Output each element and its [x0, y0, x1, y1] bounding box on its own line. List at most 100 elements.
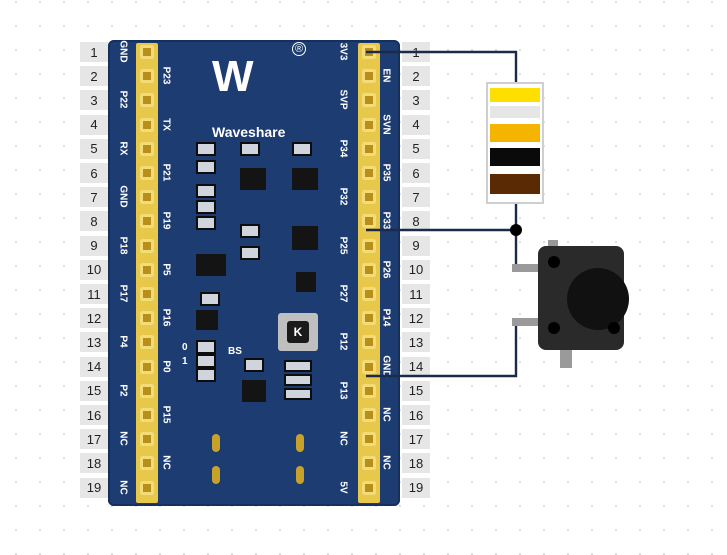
junction-dot	[510, 224, 522, 236]
row-number-right: 13	[402, 332, 430, 353]
row-number-left: 16	[80, 405, 108, 425]
ic-chip	[292, 168, 318, 190]
row-number-left: 15	[80, 380, 108, 401]
ic-chip	[292, 226, 318, 250]
row-number-right: 17	[402, 429, 430, 450]
header-pin	[140, 262, 154, 277]
header-pin	[140, 141, 154, 156]
header-pin	[362, 69, 376, 84]
smd-capacitor	[196, 142, 216, 156]
resistor-band	[490, 88, 540, 102]
resistor	[486, 82, 544, 204]
header-pin	[140, 117, 154, 132]
header-pin	[362, 166, 376, 180]
header-pin	[362, 287, 376, 301]
k-chip-label: K	[287, 321, 309, 343]
ic-chip	[242, 380, 266, 402]
row-number-right: 3	[402, 90, 430, 111]
row-number-left: 7	[80, 187, 108, 208]
header-pin	[140, 335, 154, 350]
row-number-left: 1	[80, 42, 108, 62]
wire-gnd-to-button	[366, 326, 518, 378]
button-leg	[512, 264, 546, 272]
header-pin	[140, 359, 154, 374]
row-number-left: 6	[80, 163, 108, 183]
row-number-left: 2	[80, 66, 108, 87]
registered-mark: ®	[292, 42, 306, 56]
header-pin	[362, 311, 376, 326]
row-number-right: 4	[402, 114, 430, 135]
row-number-left: 18	[80, 453, 108, 474]
row-number-right: 19	[402, 477, 430, 498]
slot-hole	[212, 466, 220, 484]
header-pin	[140, 287, 154, 301]
row-number-left: 5	[80, 138, 108, 159]
ic-k-chip: K	[278, 313, 318, 351]
header-pin	[362, 141, 376, 156]
smd-capacitor	[196, 184, 216, 198]
button-cap	[567, 268, 629, 330]
slot-hole	[212, 434, 220, 452]
header-pin	[362, 408, 376, 422]
row-number-left: 11	[80, 284, 108, 304]
button-mount-hole	[548, 322, 560, 334]
header-pin	[362, 117, 376, 132]
row-number-right: 10	[402, 259, 430, 280]
header-pin	[140, 69, 154, 84]
header-pin	[140, 238, 154, 253]
button-leg	[560, 344, 572, 368]
smd-capacitor	[196, 340, 216, 354]
row-number-left: 13	[80, 332, 108, 353]
row-number-right: 8	[402, 211, 430, 232]
row-number-right: 5	[402, 138, 430, 159]
ic-chip	[240, 168, 266, 190]
smd-resistor	[284, 388, 312, 400]
row-number-left: 17	[80, 429, 108, 450]
header-pin	[140, 408, 154, 422]
resistor-band	[490, 124, 540, 142]
ic-chip	[196, 254, 226, 276]
smd-capacitor	[196, 354, 216, 368]
smd-capacitor	[200, 292, 220, 306]
row-number-left: 3	[80, 90, 108, 111]
row-number-right: 14	[402, 356, 430, 377]
row-number-right: 12	[402, 308, 430, 329]
row-number-right: 18	[402, 453, 430, 474]
smd-capacitor	[196, 160, 216, 174]
silk-zero-label: 0	[182, 342, 188, 353]
row-number-right: 11	[402, 284, 430, 304]
header-pin	[140, 432, 154, 447]
header-pin	[140, 45, 154, 59]
slot-hole	[296, 466, 304, 484]
row-number-right: 15	[402, 380, 430, 401]
ic-chip	[196, 310, 218, 330]
resistor-band	[490, 174, 540, 194]
header-pin	[362, 383, 376, 398]
header-pin	[362, 480, 376, 495]
smd-capacitor	[240, 142, 260, 156]
resistor-band	[490, 148, 540, 166]
smd-resistor	[284, 374, 312, 386]
smd-capacitor	[196, 216, 216, 230]
header-pin	[140, 166, 154, 180]
wire-3v3-to-resistor	[366, 50, 518, 86]
ic-chip	[296, 272, 316, 292]
row-number-left: 10	[80, 259, 108, 280]
smd-capacitor	[240, 246, 260, 260]
header-pin	[140, 214, 154, 229]
header-pin	[362, 335, 376, 350]
button-leg	[512, 318, 546, 326]
waveshare-logo-mark: W	[212, 52, 254, 101]
smd-capacitor	[196, 200, 216, 214]
slot-hole	[296, 434, 304, 452]
header-pin	[140, 383, 154, 398]
row-number-left: 9	[80, 235, 108, 256]
button-mount-hole	[608, 322, 620, 334]
button-mount-hole	[548, 256, 560, 268]
row-number-right: 9	[402, 235, 430, 256]
header-pin	[362, 190, 376, 205]
header-pin	[362, 93, 376, 108]
row-number-left: 14	[80, 356, 108, 377]
